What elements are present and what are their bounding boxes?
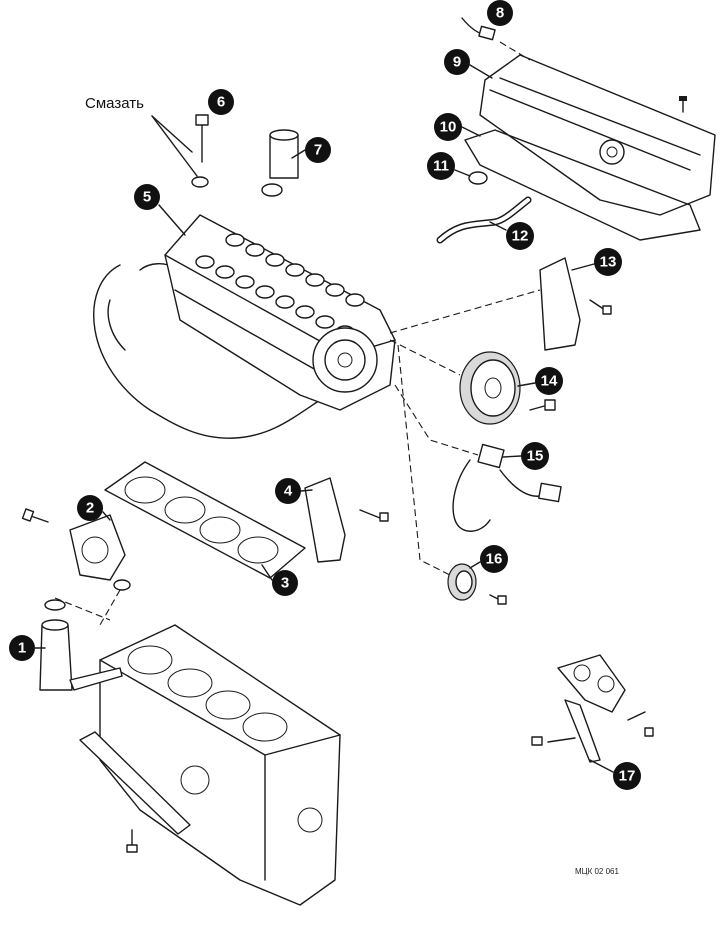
svg-text:9: 9	[453, 54, 461, 71]
callout-11: 11	[427, 152, 455, 180]
svg-text:8: 8	[496, 5, 504, 22]
lubricate-annotation: Смазать	[85, 95, 198, 177]
callout-9: 9	[444, 49, 470, 75]
svg-text:16: 16	[486, 551, 503, 568]
svg-text:5: 5	[143, 189, 151, 206]
head-bolt	[191, 114, 209, 188]
callout-12: 12	[506, 222, 534, 250]
cylinder-block	[69, 624, 341, 906]
head-gasket	[104, 461, 306, 579]
callout-10: 10	[434, 113, 462, 141]
callout-14: 14	[535, 367, 563, 395]
callout-2: 2	[77, 495, 103, 521]
camshaft-seal	[397, 344, 507, 605]
breather-hose	[436, 196, 532, 244]
timing-cover-rear	[304, 477, 389, 563]
svg-text:14: 14	[541, 373, 558, 390]
svg-text:3: 3	[281, 575, 289, 592]
figure-code: МЦК 02 061	[575, 867, 619, 876]
callouts: 1 2 3 4 5 6 7 8	[9, 0, 641, 790]
thermostat-housing	[21, 508, 131, 591]
water-pump-housing	[531, 654, 654, 763]
pcv-hose	[461, 17, 531, 61]
svg-text:11: 11	[433, 158, 449, 175]
rocker-cover-gasket	[464, 129, 701, 241]
leader-lines	[33, 64, 614, 773]
callout-5: 5	[134, 184, 160, 210]
svg-text:12: 12	[512, 228, 529, 245]
hydraulic-lifter	[261, 129, 299, 197]
camshaft-sensor	[394, 384, 562, 532]
coolant-pipe	[39, 589, 121, 691]
camshaft-sprocket	[389, 339, 556, 425]
cylinder-head	[93, 214, 396, 439]
callout-4: 4	[275, 478, 301, 504]
lubricate-label: Смазать	[85, 95, 144, 112]
callout-16: 16	[480, 545, 508, 573]
timing-cover-upper	[389, 257, 612, 351]
svg-text:2: 2	[86, 500, 94, 517]
callout-6: 6	[208, 89, 234, 115]
svg-text:15: 15	[527, 448, 544, 465]
callout-15: 15	[521, 442, 549, 470]
oil-cap	[468, 171, 488, 185]
callout-13: 13	[594, 248, 622, 276]
rocker-cover	[479, 54, 716, 216]
svg-text:6: 6	[217, 94, 225, 111]
callout-7: 7	[305, 137, 331, 163]
svg-text:7: 7	[314, 142, 322, 159]
callout-1: 1	[9, 635, 35, 661]
callout-17: 17	[613, 762, 641, 790]
svg-text:10: 10	[440, 119, 457, 136]
callout-8: 8	[487, 0, 513, 26]
callout-3: 3	[272, 570, 298, 596]
svg-text:1: 1	[18, 640, 26, 657]
svg-text:4: 4	[284, 483, 293, 500]
svg-text:13: 13	[600, 254, 617, 271]
svg-text:17: 17	[619, 768, 636, 785]
